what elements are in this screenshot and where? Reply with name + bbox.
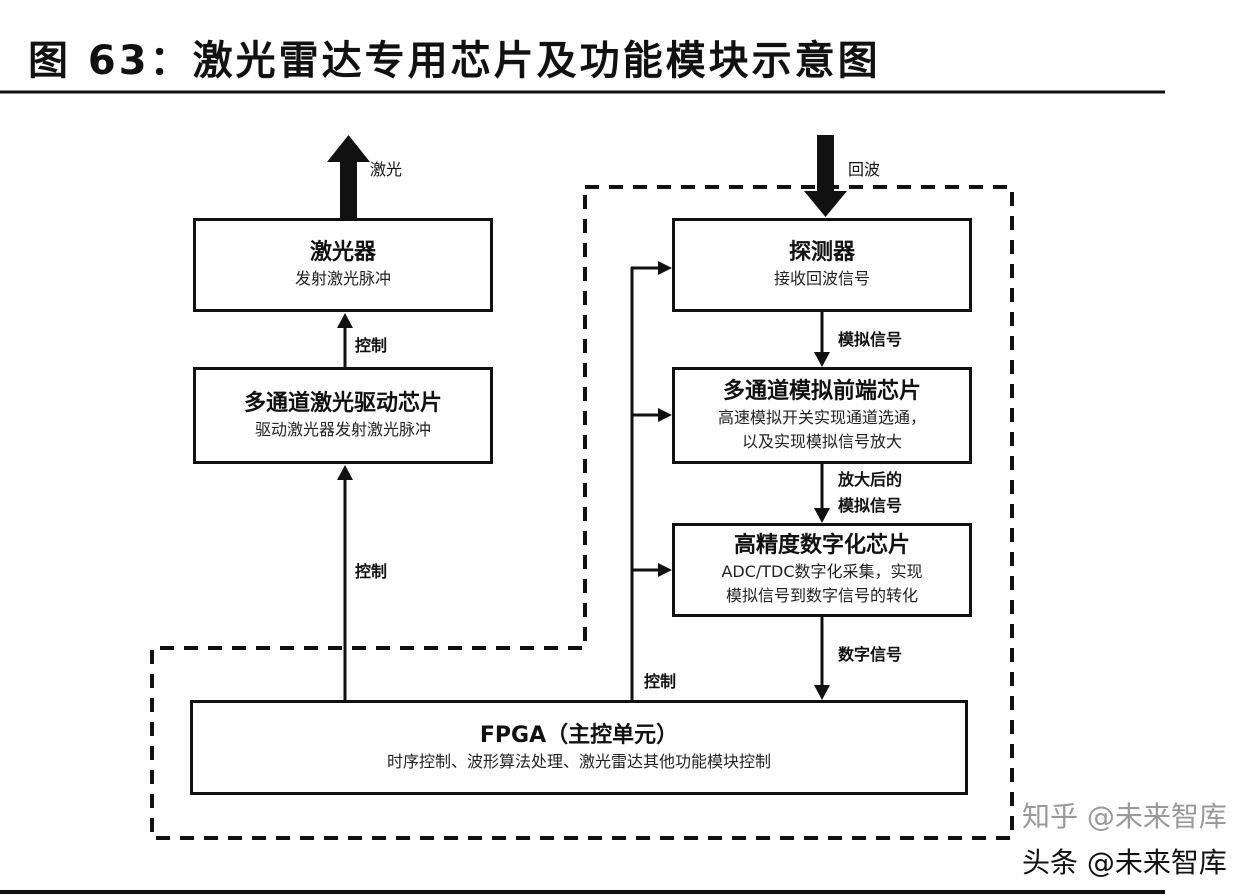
laser-output-arrow-shaft (340, 160, 357, 218)
laser-output-arrow-head (327, 135, 370, 162)
zhihu-watermark: 知乎 @未来智库 (1022, 800, 1227, 833)
driver-title: 多通道激光驱动芯片 (243, 390, 442, 416)
control-label-laser: 控制 (355, 336, 388, 355)
echo-input-label: 回波 (848, 160, 881, 179)
laser-box: 激光器 发射激光脉冲 (193, 218, 493, 312)
figure-title: 图 63：激光雷达专用芯片及功能模块示意图 (28, 38, 881, 84)
laser-output-label: 激光 (370, 160, 403, 179)
analog-frontend-box: 多通道模拟前端芯片 高速模拟开关实现通道选通， 以及实现模拟信号放大 (672, 367, 972, 464)
adc-subtitle-1: ADC/TDC数字化采集，实现 (721, 562, 923, 581)
digital-signal-label: 数字信号 (838, 645, 903, 664)
detector-title: 探测器 (788, 240, 855, 265)
amplified-label-2: 模拟信号 (838, 496, 903, 515)
driver-chip-box: 多通道激光驱动芯片 驱动激光器发射激光脉冲 (193, 367, 493, 464)
fpga-box: FPGA（主控单元） 时序控制、波形算法处理、激光雷达其他功能模块控制 (190, 700, 968, 795)
amplified-label-1: 放大后的 (838, 470, 903, 489)
adc-title: 高精度数字化芯片 (733, 533, 910, 558)
echo-input-arrow-shaft (817, 135, 834, 193)
detector-box: 探测器 接收回波信号 (672, 218, 972, 312)
control-label-receiver: 控制 (644, 672, 677, 691)
afe-title: 多通道模拟前端芯片 (722, 378, 921, 404)
laser-title: 激光器 (309, 240, 376, 265)
fpga-subtitle: 时序控制、波形算法处理、激光雷达其他功能模块控制 (386, 751, 771, 771)
afe-subtitle-2: 以及实现模拟信号放大 (741, 431, 902, 451)
control-label-driver: 控制 (355, 562, 388, 581)
afe-subtitle-1: 高速模拟开关实现通道选通， (717, 407, 926, 427)
analog-signal-label: 模拟信号 (838, 330, 903, 349)
adc-subtitle-2: 模拟信号到数字信号的转化 (725, 586, 918, 605)
laser-subtitle: 发射激光脉冲 (294, 269, 391, 288)
fpga-title: FPGA（主控单元） (479, 722, 679, 748)
echo-input-arrow-head (804, 191, 847, 217)
digitizer-box: 高精度数字化芯片 ADC/TDC数字化采集，实现 模拟信号到数字信号的转化 (672, 523, 972, 617)
detector-subtitle: 接收回波信号 (773, 269, 870, 288)
toutiao-watermark: 头条 @未来智库 (1022, 846, 1227, 879)
driver-subtitle: 驱动激光器发射激光脉冲 (254, 419, 431, 439)
